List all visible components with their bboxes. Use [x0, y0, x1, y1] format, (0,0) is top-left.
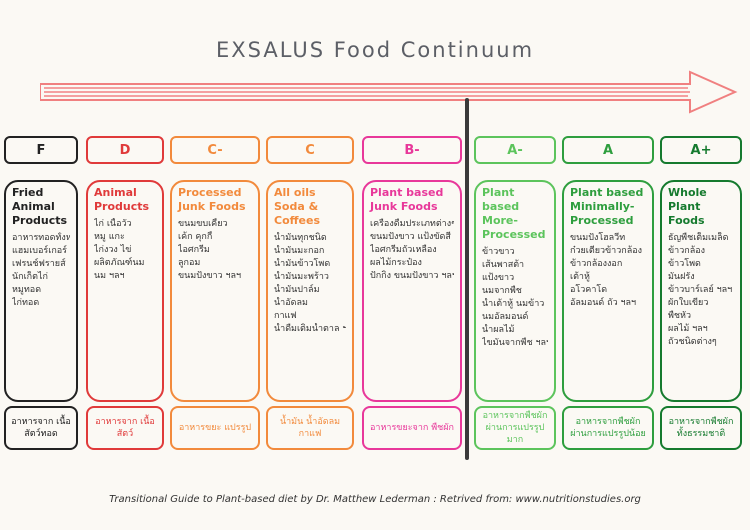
food-item: ขนมปังขาว ฯลฯ — [178, 271, 242, 281]
food-item: มันฝรั่ง — [668, 272, 695, 282]
grade-box: C- — [170, 136, 260, 164]
food-item: ก๋วยเตี๋ยวข้าวกล้อง — [570, 246, 643, 256]
food-item: น้ำมันปาล์ม — [274, 285, 320, 295]
food-item: น้ำมันมะกอก — [274, 246, 325, 256]
food-item: อาหารทอดทั้งหมด — [12, 233, 70, 243]
food-item: เครื่องดื่มประเภทต่างๆ — [370, 219, 454, 229]
food-item: ลูกอม — [178, 258, 201, 268]
food-item: ผลไม้ ฯลฯ — [668, 324, 708, 334]
food-item: ไก่ เนื้อวัว — [94, 219, 132, 229]
food-item: ข้าวขาว — [482, 247, 515, 257]
column-3: C All oils Soda & Coffees น้ำมันทุกชนิดน้ำ… — [0, 0, 354, 450]
food-item: พืชหัว — [668, 311, 692, 321]
food-item: ผักใบเขียว — [668, 298, 709, 308]
category-footer: อาหารขยะจาก พืชผัก — [362, 406, 462, 450]
panel-title: Plant based Junk Foods — [370, 186, 444, 213]
grade-box: C — [266, 136, 354, 164]
column-0: F Fried Animal Products อาหารทอดทั้งหมดแฮม… — [0, 0, 78, 450]
food-item: ถั่วชนิดต่างๆ — [668, 337, 717, 347]
grade-box: A- — [474, 136, 556, 164]
grade-box: D — [86, 136, 164, 164]
food-item: ผลไม้กระป๋อง — [370, 258, 422, 268]
food-item: น้ำเต้าหู้ นมข้าว — [482, 299, 545, 309]
food-item: น้ำผลไม้ — [482, 325, 515, 335]
food-item: ข้าวกล้อง — [668, 246, 706, 256]
food-item: หมู แกะ — [94, 232, 125, 242]
food-item: นมอัลมอนด์ — [482, 312, 529, 322]
food-item: ไอศกรีมถั่วเหลือง — [370, 245, 437, 255]
food-item: อัลมอนด์ ถั่ว ฯลฯ — [570, 298, 637, 308]
food-panel: Processed Junk Foods ขนมขบเคี้ยวเค้ก คุกก… — [170, 180, 260, 402]
food-item: ไขมันจากพืช ฯลฯ — [482, 338, 548, 348]
column-5: A- Plant based More-Processed ข้าวขาวเส้นพ… — [0, 0, 556, 450]
food-item: น้ำดื่มเติมน้ำตาล ฯลฯ — [274, 324, 346, 334]
food-panel: Plant based Junk Foods เครื่องดื่มประเภทต… — [362, 180, 462, 402]
food-item: น้ำมันทุกชนิด — [274, 233, 327, 243]
food-item: อโวคาโด — [570, 285, 608, 295]
category-footer: อาหารจากพืชผัก ทั้งธรรมชาติ — [660, 406, 742, 450]
food-item: ไอศกรีม — [178, 245, 210, 255]
food-item: เส้นพาสต้า — [482, 260, 525, 270]
food-item: ไก่ทอด — [12, 298, 40, 308]
panel-title: Plant based More-Processed — [482, 186, 546, 241]
column-6: A Plant based Minimally-Processed ขนมปังโฮ… — [0, 0, 654, 450]
panel-title: Processed Junk Foods — [178, 186, 246, 213]
food-item: หมูทอด — [12, 285, 42, 295]
category-footer: อาหารจากพืชผัก ผ่านการแปรรูปน้อย — [562, 406, 654, 450]
food-item: นมจากพืช — [482, 286, 522, 296]
diagram-title: EXSALUS Food Continuum — [215, 38, 535, 62]
food-item: ธัญพืชเต็มเมล็ด — [668, 233, 729, 243]
food-item: ข้าวกล้องงอก — [570, 259, 623, 269]
continuum-arrow — [40, 70, 738, 114]
column-7: A+ Whole Plant Foods ธัญพืชเต็มเมล็ดข้าวกล… — [0, 0, 742, 450]
food-item: เฟรนช์ฟรายส์ — [12, 259, 66, 269]
center-divider — [465, 98, 469, 460]
panel-title: Whole Plant Foods — [668, 186, 707, 227]
food-item: นักเก็ตไก่ — [12, 272, 48, 282]
food-item: ขนมปังโฮลวีท — [570, 233, 626, 243]
food-item: แฮมเบอร์เกอร์ — [12, 246, 68, 256]
food-item: เค้ก คุกกี้ — [178, 232, 213, 242]
food-item: ขนมขบเคี้ยว — [178, 219, 228, 229]
food-panel: Fried Animal Products อาหารทอดทั้งหมดแฮมเ… — [4, 180, 78, 402]
food-item: ขนมปังขาว แป้งขัดสี — [370, 232, 451, 242]
column-4: B- Plant based Junk Foods เครื่องดื่มประเภ… — [0, 0, 462, 450]
food-item: นม ฯลฯ — [94, 271, 125, 281]
food-panel: Whole Plant Foods ธัญพืชเต็มเมล็ดข้าวกล้อ… — [660, 180, 742, 402]
panel-title: All oils Soda & Coffees — [274, 186, 321, 227]
panel-title: Plant based Minimally-Processed — [570, 186, 644, 227]
food-panel: All oils Soda & Coffees น้ำมันทุกชนิดน้ำม… — [266, 180, 354, 402]
column-2: C- Processed Junk Foods ขนมขบเคี้ยวเค้ก คุ… — [0, 0, 260, 450]
food-item: ปักกิ่ง ขนมปังขาว ฯลฯ — [370, 271, 454, 281]
grade-box: B- — [362, 136, 462, 164]
food-panel: Plant based Minimally-Processed ขนมปังโฮล… — [562, 180, 654, 402]
food-item: น้ำอัดลม — [274, 298, 308, 308]
food-panel: Plant based More-Processed ข้าวขาวเส้นพาส… — [474, 180, 556, 402]
food-item: เต้าหู้ — [570, 272, 590, 282]
category-footer: น้ำมัน น้ำอัดลม กาแฟ — [266, 406, 354, 450]
category-footer: อาหารจาก เนื้อสัตว์ — [86, 406, 164, 450]
food-panel: Animal Products ไก่ เนื้อวัวหมู แกะไก่งวง… — [86, 180, 164, 402]
grade-box: A+ — [660, 136, 742, 164]
food-item: น้ำมันข้าวโพด — [274, 259, 331, 269]
panel-title: Fried Animal Products — [12, 186, 68, 227]
column-1: D Animal Products ไก่ เนื้อวัวหมู แกะไก่งว… — [0, 0, 164, 450]
food-item: แป้งขาว — [482, 273, 515, 283]
food-item: ผลิตภัณฑ์นม — [94, 258, 145, 268]
grade-box: F — [4, 136, 78, 164]
food-item: ข้าวบาร์เลย์ ฯลฯ — [668, 285, 733, 295]
category-footer: อาหารขยะ แปรรูป — [170, 406, 260, 450]
category-footer: อาหารจาก เนื้อสัตว์ทอด — [4, 406, 78, 450]
grade-box: A — [562, 136, 654, 164]
source-caption: Transitional Guide to Plant-based diet b… — [109, 494, 641, 505]
food-item: ไก่งวง ไข่ — [94, 245, 132, 255]
food-item: ข้าวโพด — [668, 259, 701, 269]
food-item: กาแฟ — [274, 311, 297, 321]
category-footer: อาหารจากพืชผัก ผ่านการแปรรูปมาก — [474, 406, 556, 450]
panel-title: Animal Products — [94, 186, 150, 213]
food-item: น้ำมันมะพร้าว — [274, 272, 329, 282]
